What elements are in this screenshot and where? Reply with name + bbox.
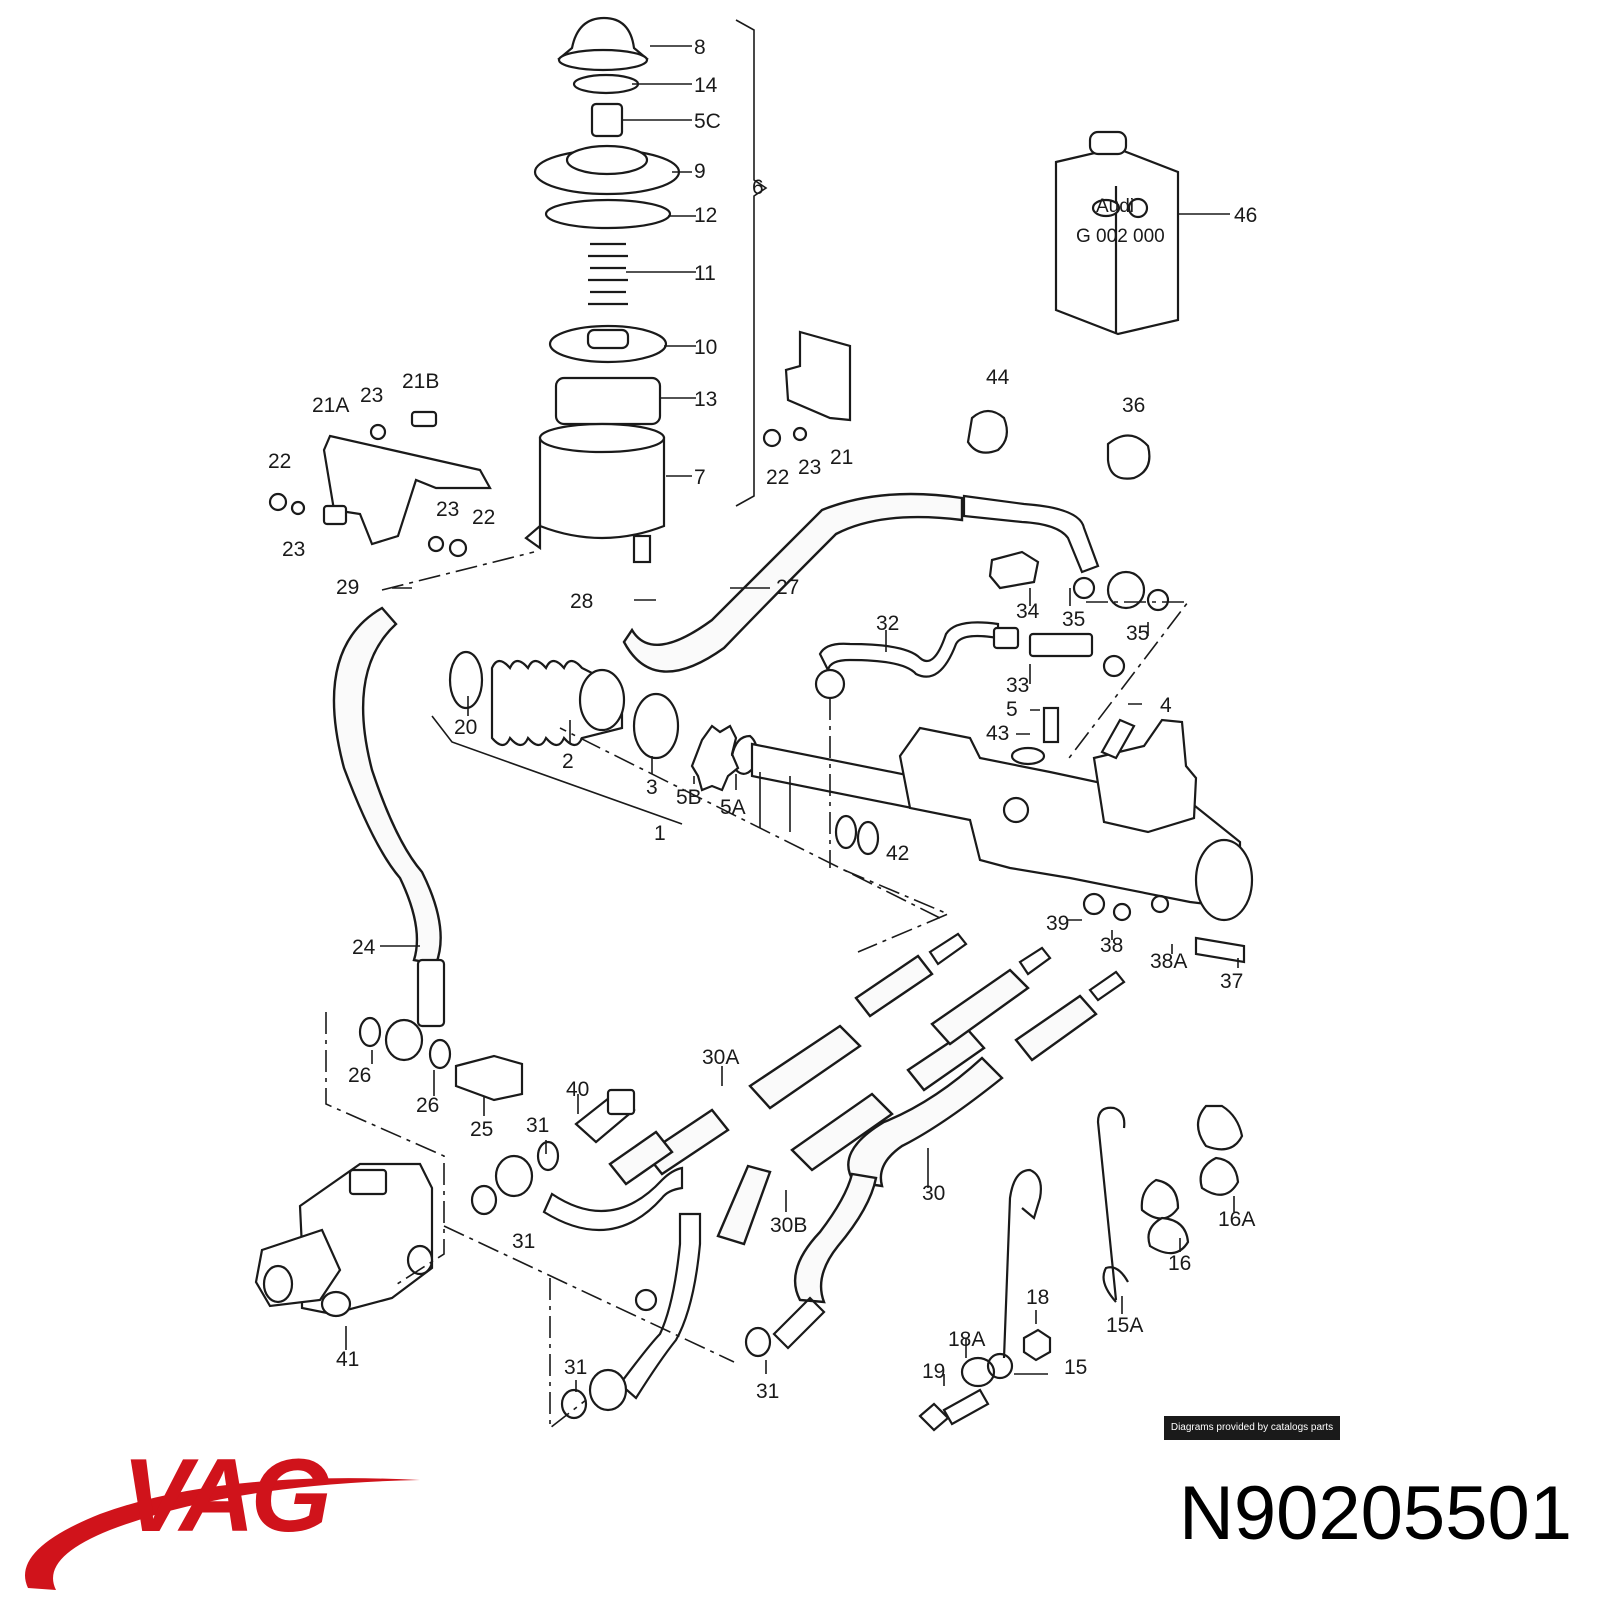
leader-lines — [345, 45, 1239, 1392]
callout-labels: 8 14 5C 9 12 6 11 10 13 7 21A 23 21B 22 … — [268, 36, 1257, 1403]
pressure-hoses — [542, 932, 1126, 1400]
can-part-code: G 002 000 — [1076, 226, 1165, 247]
hose-clips — [918, 1104, 1244, 1432]
callout-44: 44 — [986, 366, 1010, 389]
callout-38: 38 — [1100, 934, 1123, 957]
callout-3: 3 — [646, 776, 658, 799]
callout-40: 40 — [566, 1078, 589, 1101]
callout-21a: 21A — [312, 394, 349, 417]
callout-43: 43 — [986, 722, 1009, 745]
callout-29: 29 — [336, 576, 359, 599]
callout-22-a: 22 — [268, 450, 291, 473]
callout-33: 33 — [1006, 674, 1029, 697]
bracket-21a — [268, 410, 492, 558]
callout-24: 24 — [352, 936, 376, 959]
callout-12: 12 — [694, 204, 717, 227]
callout-23-b: 23 — [436, 498, 459, 521]
group-lines — [325, 19, 1190, 1430]
vag-logo: VAG — [0, 1440, 470, 1600]
callout-19: 19 — [922, 1360, 945, 1383]
callout-15: 15 — [1064, 1356, 1087, 1379]
callout-4: 4 — [1160, 694, 1172, 717]
callout-32: 32 — [876, 612, 899, 635]
steering-rack — [750, 718, 1254, 922]
callout-8: 8 — [694, 36, 706, 59]
callout-5c: 5C — [694, 110, 721, 133]
callout-5a: 5A — [720, 796, 746, 819]
callout-14: 14 — [694, 74, 718, 97]
callout-31-a: 31 — [526, 1114, 549, 1137]
callout-21: 21 — [830, 446, 853, 469]
callout-30b: 30B — [770, 1214, 807, 1237]
callout-27: 27 — [776, 576, 799, 599]
callout-5b: 5B — [676, 786, 702, 809]
callout-31-b: 31 — [512, 1230, 535, 1253]
callout-10: 10 — [694, 336, 717, 359]
callout-16a: 16A — [1218, 1208, 1255, 1231]
callout-37: 37 — [1220, 970, 1243, 993]
steering-pump-41 — [254, 1162, 434, 1318]
callout-30a: 30A — [702, 1046, 739, 1069]
logo-swoosh-icon — [25, 1478, 420, 1590]
callout-42: 42 — [886, 842, 909, 865]
callout-21b: 21B — [402, 370, 439, 393]
clamp-44 — [966, 409, 1009, 454]
callout-11: 11 — [694, 262, 716, 285]
callout-31-d: 31 — [756, 1380, 779, 1403]
callout-38a: 38A — [1150, 950, 1187, 973]
callout-46: 46 — [1234, 204, 1257, 227]
callout-23-d: 23 — [798, 456, 821, 479]
steering-boot — [448, 650, 759, 792]
callout-36: 36 — [1122, 394, 1145, 417]
callout-5: 5 — [1006, 698, 1018, 721]
callout-20: 20 — [454, 716, 477, 739]
callout-35-b: 35 — [1126, 622, 1149, 645]
bracket-21 — [762, 330, 852, 448]
callout-34: 34 — [1016, 600, 1040, 623]
callout-6: 6 — [752, 176, 764, 199]
callout-13: 13 — [694, 388, 717, 411]
callout-22-c: 22 — [766, 466, 789, 489]
clamp-36 — [1106, 434, 1151, 480]
callout-39: 39 — [1046, 912, 1069, 935]
callout-9: 9 — [694, 160, 706, 183]
callout-31-c: 31 — [564, 1356, 587, 1379]
callout-1: 1 — [654, 822, 666, 845]
callout-30: 30 — [922, 1182, 945, 1205]
callout-26-a: 26 — [348, 1064, 371, 1087]
callout-23-a: 23 — [360, 384, 383, 407]
callout-22-b: 22 — [472, 506, 495, 529]
callout-41: 41 — [336, 1348, 359, 1371]
can-badge: Audi — [1096, 196, 1134, 217]
callout-28: 28 — [570, 590, 593, 613]
callout-35-a: 35 — [1062, 608, 1085, 631]
callout-18a: 18A — [948, 1328, 985, 1351]
callout-25: 25 — [470, 1118, 493, 1141]
oil-can-46: Audi G 002 000 — [1054, 130, 1180, 336]
callout-15a: 15A — [1106, 1314, 1143, 1337]
callout-2: 2 — [562, 750, 574, 773]
diagram-credit: Diagrams provided by catalogs parts — [1164, 1416, 1340, 1440]
callout-16: 16 — [1168, 1252, 1191, 1275]
callout-23-c: 23 — [282, 538, 305, 561]
callout-26-b: 26 — [416, 1094, 439, 1117]
part-number: N90205501 — [1178, 1471, 1572, 1556]
return-fittings — [358, 958, 772, 1420]
brand-logo-text: VAG — [122, 1438, 332, 1554]
reservoir-assembly — [524, 16, 681, 564]
callout-7: 7 — [694, 466, 706, 489]
callout-18: 18 — [1026, 1286, 1049, 1309]
